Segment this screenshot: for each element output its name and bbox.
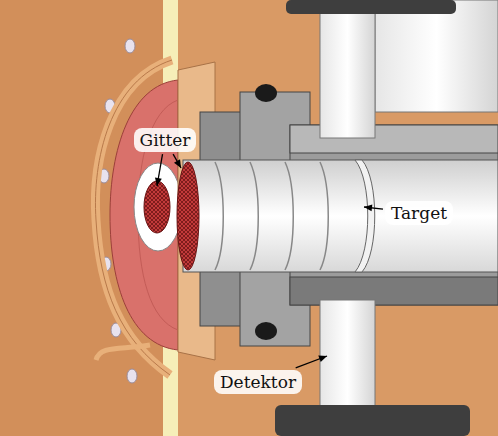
part-label: Detektor (214, 370, 302, 394)
leader-line (173, 154, 181, 168)
arrow-head (364, 204, 372, 211)
arrow-head (155, 178, 162, 186)
part-label: Target (385, 201, 453, 225)
arrow-head (318, 356, 327, 363)
part-label: Gitter (134, 128, 197, 152)
arrow-head (174, 159, 181, 168)
leader-line (296, 356, 327, 368)
